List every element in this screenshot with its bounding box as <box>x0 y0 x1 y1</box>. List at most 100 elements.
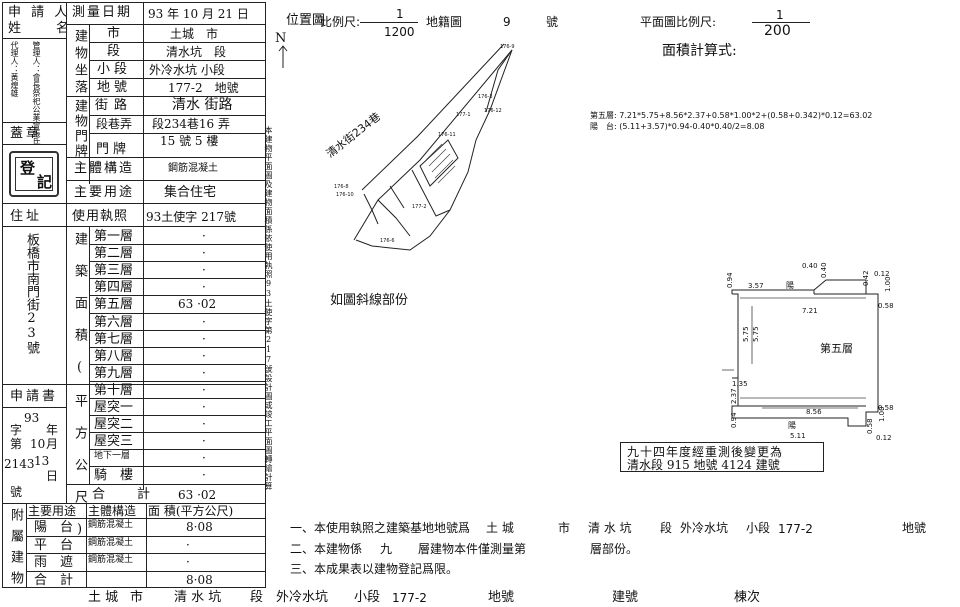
app-no: 2143 <box>4 457 35 471</box>
location-scale-label: 比例尺: <box>320 15 361 29</box>
dim-label: 1.00 <box>884 276 892 292</box>
permit-value: 93土使字 217號 <box>146 210 236 224</box>
floor-value: · <box>202 382 206 397</box>
application-label: 申請書 <box>10 389 59 404</box>
use-value: 集合住宅 <box>164 185 217 200</box>
dim-label: 0.58 <box>866 418 874 434</box>
location-scale-num: 1 <box>396 7 404 21</box>
note-2-mid: 層建物本件僅測量第 <box>418 542 527 556</box>
note-1-section-unit: 段 <box>660 521 673 535</box>
floor-name: 第九層 <box>94 365 134 381</box>
structure-label: 主體構造 <box>74 161 135 176</box>
dim-label: 陽 <box>786 281 794 290</box>
location-scale-den: 1200 <box>384 25 415 39</box>
dim-label: 7.21 <box>802 307 818 315</box>
dim-label: 陽 <box>788 421 796 430</box>
annex-structure: 鋼筋混凝土 <box>88 555 134 565</box>
applicant-line-1: 代理人：黃煌雄 <box>10 41 19 97</box>
note-1-subsection-unit: 小段 <box>746 521 771 535</box>
floor-value: · <box>202 331 206 346</box>
annex-header-use: 主要用途 <box>28 504 77 518</box>
lane-label: 段巷弄 <box>96 117 133 131</box>
dim-label: 8.56 <box>806 408 822 416</box>
applicant-label-2: 姓 名 <box>8 21 73 36</box>
note-2-value: 九 <box>380 542 393 556</box>
seal-stamp: 登 記 <box>9 151 59 197</box>
note-3: 三、本成果表以建物登記爲限。 <box>290 562 459 576</box>
address-group-label: 建物門牌 <box>72 99 87 159</box>
note-1-lot: 177-2 <box>778 522 813 536</box>
survey-date-label: 測量日期 <box>72 5 133 20</box>
parcel-label: 176-10 <box>336 192 354 198</box>
applicant-line-2: 管理人：會長祭祀公業會張氏 <box>32 41 41 145</box>
dim-label: 0.40 <box>802 262 818 270</box>
footer-section: 清 水 坑 <box>174 590 222 605</box>
floor-name: 屋突二 <box>94 417 134 433</box>
plan-scale-num: 1 <box>776 8 784 22</box>
floor-value: · <box>202 365 206 380</box>
annex-area: 8·08 <box>186 572 213 587</box>
footer-subsection: 外冷水坑 <box>276 590 329 605</box>
table-border <box>2 2 266 588</box>
vertical-note: 本建物平面圖及建物面積係依使用執照93土使字第217號設計圖或竣工平面圖轉繪計算 <box>264 126 273 491</box>
row-section-label: 段 <box>107 44 121 59</box>
floor-value: · <box>202 229 206 243</box>
parcel-label: 176-3 <box>478 94 493 100</box>
note-1-prefix: 一、本使用執照之建築基地地號爲 <box>290 521 471 535</box>
remeasure-stamp: 九十四年度經重測後變更為 清水段 915 地號 4124 建號 <box>620 442 824 472</box>
seal-text: 登 <box>20 159 36 177</box>
floor-name: 騎 樓 <box>94 468 134 484</box>
note-1-lot-unit: 地號 <box>902 521 927 535</box>
floor-value: · <box>202 468 206 483</box>
parcel-label: 177-1 <box>456 112 471 118</box>
floor-value: · <box>202 314 206 329</box>
structure-value: 鋼筋混凝土 <box>168 163 218 174</box>
area-group-label: 建築面積(平方公尺) <box>72 232 87 556</box>
floor-value: · <box>202 417 206 432</box>
note-1-city-unit: 市 <box>558 521 571 535</box>
floor-value: 63 ·02 <box>178 297 217 312</box>
dim-label: 3.57 <box>748 282 764 290</box>
floor-name: 屋突一 <box>94 400 134 415</box>
annex-use: 陽 台 <box>34 520 74 535</box>
note-2-end: 層部份。 <box>590 542 639 556</box>
footer-city: 土 城 <box>88 590 119 605</box>
annex-use: 合 計 <box>34 572 74 588</box>
formula-title: 面積計算式: <box>662 43 737 59</box>
row-lot-value: 177-2 地號 <box>168 81 239 95</box>
use-label: 主要用途 <box>74 185 135 200</box>
app-nian: 年 <box>46 423 59 437</box>
note-1-section: 清 水 坑 <box>588 521 632 535</box>
footer-city-unit: 市 <box>130 590 144 605</box>
dim-label: 0.58 <box>878 404 894 412</box>
annex-area: · <box>186 537 190 552</box>
stamp-line-2: 清水段 915 地號 4124 建號 <box>627 458 780 472</box>
note-2-prefix: 二、本建物係 <box>290 542 363 556</box>
stamp-line-1: 九十四年度經重測後變更為 <box>627 445 784 459</box>
road-label: 清水街234巷 <box>323 109 383 160</box>
floor-name: 第七層 <box>94 331 134 347</box>
floor-name: 第四層 <box>94 280 134 296</box>
north-label: N <box>275 31 287 46</box>
annex-structure: 鋼筋混凝土 <box>88 537 134 548</box>
note-1-subsection: 外冷水坑 <box>680 521 729 535</box>
hatch-note: 如圖斜線部份 <box>330 293 409 308</box>
dim-label: 0.94 <box>730 412 738 428</box>
north-arrow-icon <box>278 44 288 68</box>
dim-label: 1.00 <box>878 406 886 422</box>
floor-name: 第二層 <box>94 246 134 262</box>
location-map-label: 位置圖 <box>286 13 326 28</box>
app-yue: 月 <box>46 437 59 451</box>
cadastral-label: 地籍圖 <box>426 15 463 29</box>
app-month: 10 <box>30 437 46 451</box>
floor-name: 第六層 <box>94 314 134 330</box>
dim-label: 0.12 <box>874 270 890 278</box>
dim-label: 0.42 <box>862 270 870 286</box>
footer-building-unit: 建號 <box>612 590 639 605</box>
permit-label: 使用執照 <box>72 209 129 224</box>
floor-plan: 0.40 0.40 0.94 3.57 陽 0.12 0.42 1.00 7.2… <box>722 262 894 442</box>
floor-name: 地下一層 <box>94 451 131 462</box>
footer-subsection-unit: 小段 <box>354 590 381 605</box>
dim-label: 0.94 <box>726 272 734 288</box>
dim-label: 0.58 <box>878 302 894 310</box>
